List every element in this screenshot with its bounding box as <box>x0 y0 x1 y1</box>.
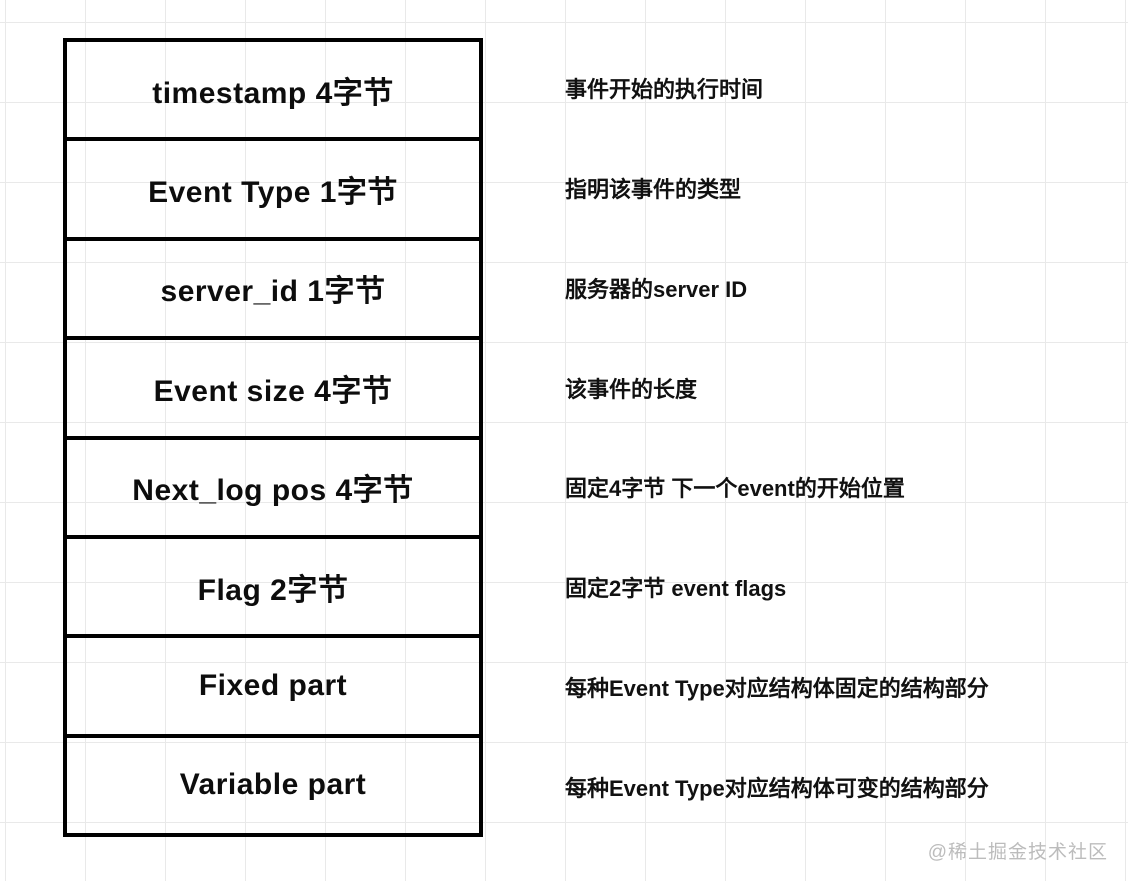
struct-row-label: Flag 2字节 <box>197 573 349 607</box>
struct-row-label: Next_log pos 4字节 <box>132 474 414 508</box>
row-description: 事件开始的执行时间 <box>565 76 764 102</box>
desc-row-flag: 固定2字节 event flags <box>565 537 1105 637</box>
struct-row-label: timestamp 4字节 <box>152 76 394 110</box>
struct-row-label: Fixed part <box>198 668 348 702</box>
row-description: 固定4字节 下一个event的开始位置 <box>565 476 905 502</box>
struct-row-flag: Flag 2字节 <box>67 534 479 634</box>
struct-row-event-type: Event Type 1字节 <box>67 137 479 236</box>
struct-row-next-log-pos: Next_log pos 4字节 <box>67 435 479 535</box>
desc-row-fixed-part: 每种Event Type对应结构体固定的结构部分 <box>565 637 1105 737</box>
struct-row-timestamp: timestamp 4字节 <box>67 42 479 137</box>
row-description: 每种Event Type对应结构体可变的结构部分 <box>565 776 989 802</box>
struct-row-fixed-part: Fixed part <box>67 634 479 733</box>
description-column: 事件开始的执行时间 指明该事件的类型 服务器的server ID 该事件的长度 … <box>565 38 1105 837</box>
struct-row-label: Variable part <box>179 768 367 802</box>
desc-row-timestamp: 事件开始的执行时间 <box>565 38 1105 138</box>
desc-row-next-log-pos: 固定4字节 下一个event的开始位置 <box>565 438 1105 538</box>
row-description: 服务器的server ID <box>565 276 748 302</box>
struct-row-variable-part: Variable part <box>67 733 479 833</box>
event-structure-table: timestamp 4字节 Event Type 1字节 server_id 1… <box>63 38 483 837</box>
struct-row-event-size: Event size 4字节 <box>67 336 479 435</box>
row-description: 该事件的长度 <box>565 376 698 402</box>
row-description: 指明该事件的类型 <box>565 176 742 202</box>
struct-row-label: Event Type 1字节 <box>148 176 398 210</box>
row-description: 每种Event Type对应结构体固定的结构部分 <box>565 676 989 702</box>
desc-row-event-type: 指明该事件的类型 <box>565 138 1105 238</box>
watermark: @稀土掘金技术社区 <box>927 842 1108 863</box>
struct-row-label: Event size 4字节 <box>153 374 393 408</box>
desc-row-server-id: 服务器的server ID <box>565 238 1105 338</box>
desc-row-variable-part: 每种Event Type对应结构体可变的结构部分 <box>565 737 1105 837</box>
struct-row-server-id: server_id 1字节 <box>67 236 479 336</box>
row-description: 固定2字节 event flags <box>565 576 787 602</box>
desc-row-event-size: 该事件的长度 <box>565 338 1105 438</box>
struct-row-label: server_id 1字节 <box>160 275 386 309</box>
